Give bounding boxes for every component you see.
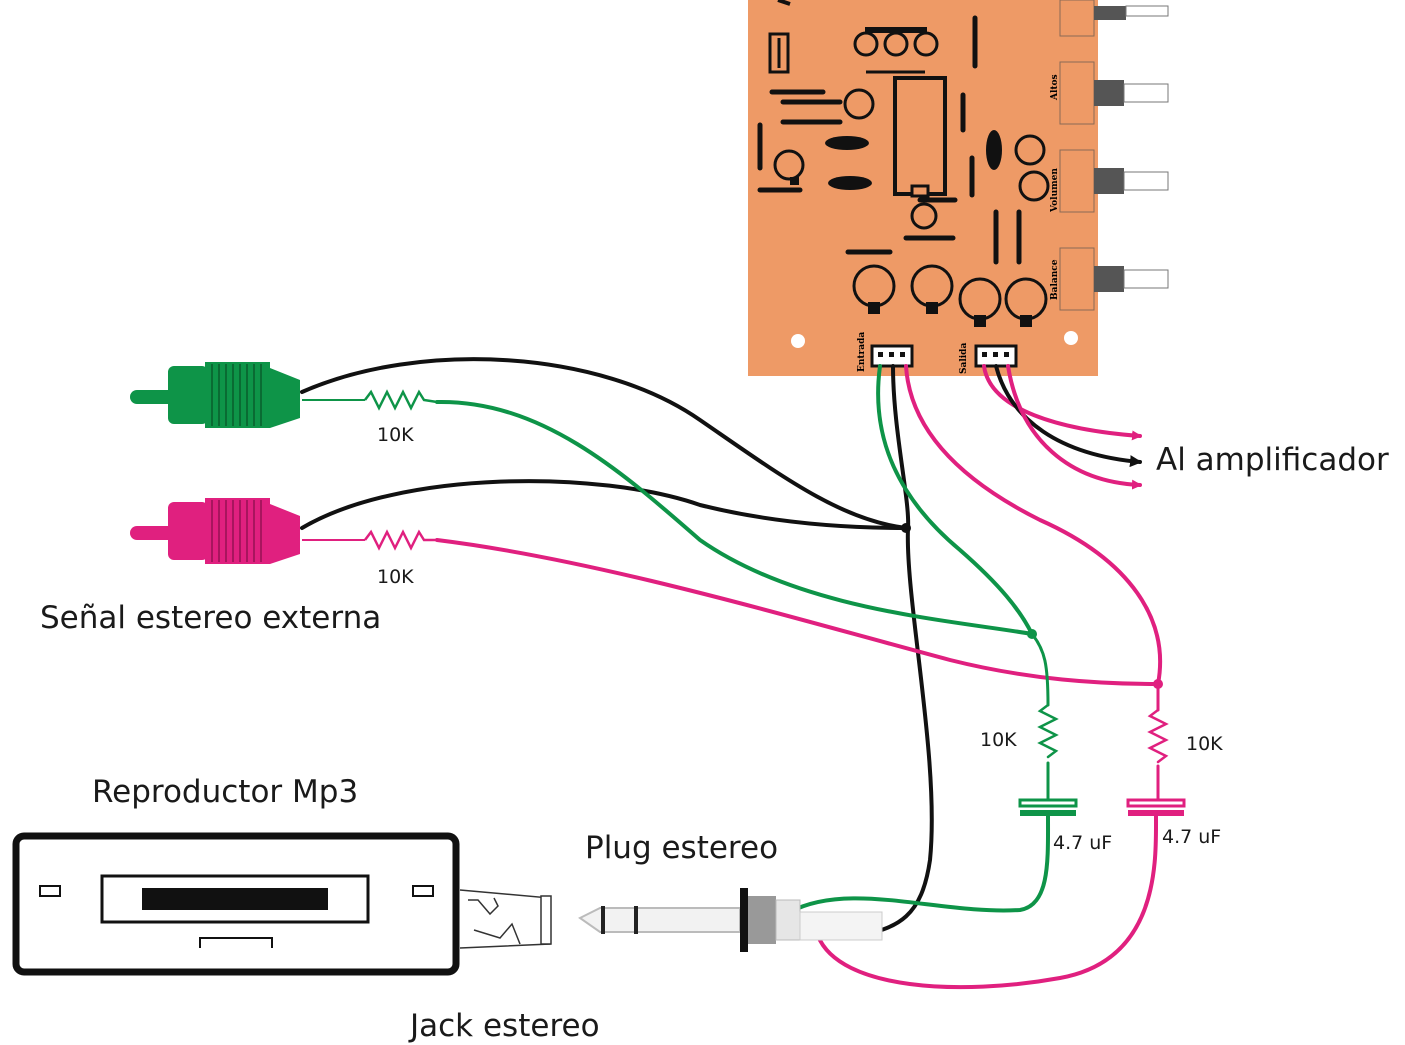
potentiometers: [1059, 0, 1169, 311]
pcb-knob-label-1: Altos: [1050, 74, 1060, 101]
cap-green-label: 4.7 uF: [1053, 832, 1112, 854]
junction-black: [901, 523, 911, 533]
jack-label: Jack estereo: [408, 1008, 600, 1044]
mp3-player-label: Reproductor Mp3: [92, 774, 358, 810]
pink-signal-wire: [435, 538, 1160, 686]
pcb-knob-label-2: Volumen: [1050, 168, 1060, 213]
cap-pink-label: 4.7 uF: [1162, 826, 1221, 848]
pcb-knob-label-3: Balance: [1050, 259, 1060, 300]
mp3-player: [12, 832, 460, 976]
plug-label: Plug estereo: [585, 830, 778, 866]
rca-pink: [130, 498, 437, 564]
output-wire-pink-1: [982, 364, 1142, 441]
input-wires: [300, 357, 1169, 990]
pink-plug-wire: [816, 814, 1159, 990]
pot-3: [1059, 149, 1169, 213]
mix-resistor-pink-label: 10K: [1186, 733, 1223, 755]
green-pcb-wire: [876, 364, 1034, 636]
mix-resistor-green-label: 10K: [980, 729, 1017, 751]
pcb-input-label: Entrada: [857, 332, 867, 372]
pcb-output-label: Salida: [959, 343, 969, 374]
pot-4: [1059, 247, 1169, 311]
amplifier-label: Al amplificador: [1156, 442, 1389, 478]
capacitor-green: [1018, 798, 1078, 816]
pot-2: [1059, 61, 1169, 125]
capacitor-pink: [1126, 798, 1186, 816]
pcb-board: Entrada Salida Altos Volumen Balance: [748, 0, 1098, 376]
external-signal-label: Señal estereo externa: [40, 600, 381, 636]
output-wire-black: [994, 364, 1142, 468]
mp3-screen: [142, 888, 328, 910]
resistor-green-label: 10K: [377, 424, 414, 446]
black-wire-green-rca: [300, 357, 908, 530]
mix-resistor-pink: [1147, 708, 1169, 764]
green-signal-wire: [435, 399, 1034, 636]
stereo-plug: [578, 888, 883, 952]
junction-green: [1027, 629, 1037, 639]
stereo-jack: [459, 889, 552, 949]
green-plug-wire: [788, 814, 1051, 914]
pot-1: [1059, 0, 1169, 37]
black-wire-pink-rca: [300, 479, 908, 530]
output-wires: [982, 364, 1142, 490]
rca-green: [130, 362, 438, 428]
junction-pink: [1153, 679, 1163, 689]
mix-resistor-green: [1037, 703, 1059, 759]
resistor-pink-label: 10K: [377, 566, 414, 588]
resistor-pink-series: [364, 529, 437, 551]
resistor-green-series: [364, 389, 438, 411]
black-wire-ground: [850, 364, 934, 938]
mount-hole-right: [1064, 331, 1078, 345]
pink-pcb-wire: [904, 364, 1163, 686]
mount-hole-left: [791, 334, 805, 348]
output-wire-pink-2: [1006, 364, 1142, 490]
